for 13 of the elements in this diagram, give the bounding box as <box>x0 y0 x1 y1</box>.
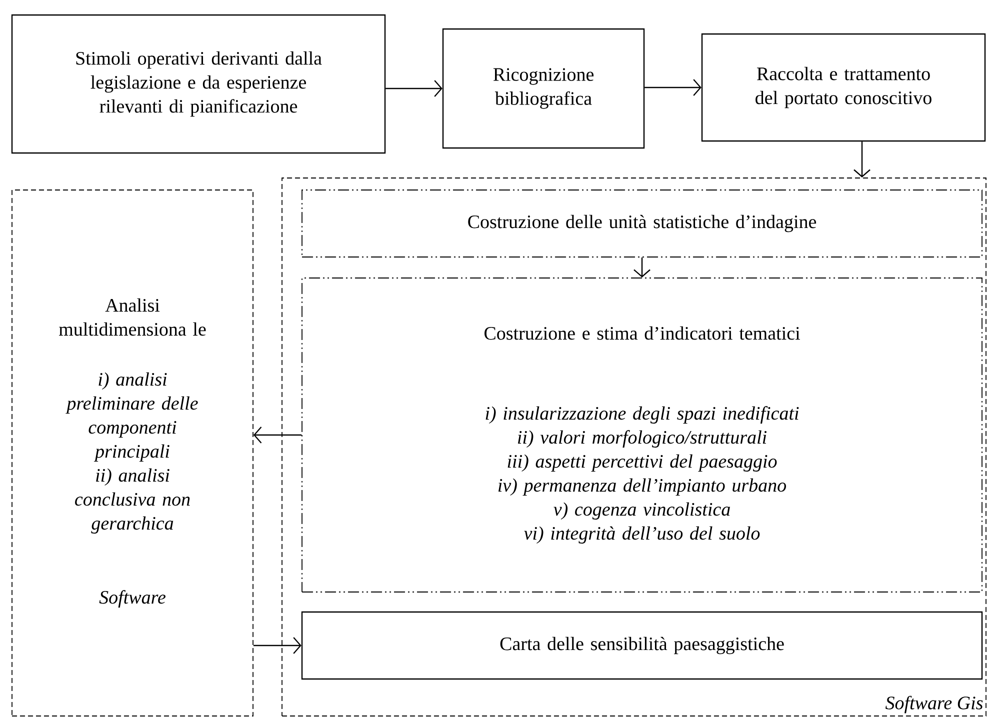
process-box: Costruzione e stima d’indicatori tematici i) insularizzazione degli spazi inedificati ii) valori morfologico/strutturali iii) aspetti percettivi del paesaggio iv) permanenza dell’impianto urbano v) cogenza vincolistica vi) integrità dell’uso del suolo <box>302 278 982 592</box>
process-box: Raccolta e trattamento del portato conoscitivo <box>701 33 986 142</box>
arrow <box>634 257 650 278</box>
arrow <box>253 637 302 654</box>
arrow <box>854 142 870 178</box>
group-box: Analisi multidimensiona le i) analisi preliminare delle componenti principali ii) analisi conclusiva non gerarchica Software <box>12 190 254 716</box>
arrow <box>253 426 302 444</box>
arrow <box>386 80 442 97</box>
process-box: Ricognizione bibliografica <box>442 28 645 149</box>
process-box: Carta delle sensibilità paesaggistiche <box>301 611 983 680</box>
process-box: Costruzione delle unità statistiche d’indagine <box>302 190 982 258</box>
arrow <box>644 79 702 96</box>
process-box: Stimoli operativi derivanti dalla legislazione e da esperienze rilevanti di pianificazione <box>11 14 386 154</box>
